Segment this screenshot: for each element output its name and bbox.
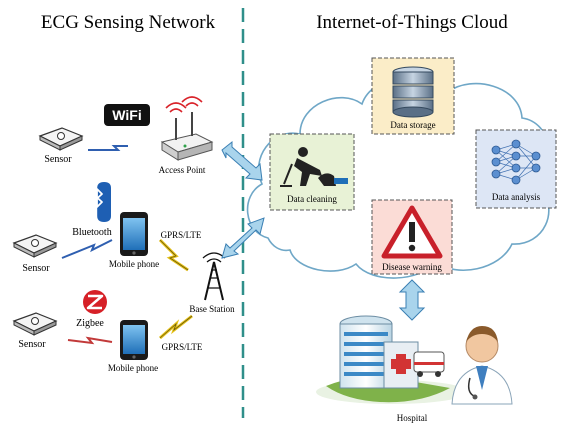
sensor-label: Sensor (22, 263, 50, 274)
wireless-link-icon (88, 145, 128, 151)
bidirectional-arrow-icon (221, 217, 265, 259)
base-station-label: Base Station (189, 304, 235, 314)
mobile-phone-icon (120, 212, 148, 256)
gprs-lte-label: GPRS/LTE (161, 230, 202, 240)
wireless-link-icon (61, 239, 113, 259)
disease-warning-label: Disease warning (382, 262, 442, 272)
data-analysis-label: Data analysis (492, 192, 541, 202)
bluetooth-logo-icon (90, 182, 111, 222)
zigbee-logo-icon (83, 290, 107, 314)
sensor-label: Sensor (18, 339, 46, 350)
neural-network-icon (495, 143, 537, 181)
data-storage-box: Data storage (371, 57, 455, 135)
bidirectional-arrow-icon (221, 140, 263, 181)
zigbee-label: Zigbee (76, 318, 104, 329)
hospital-icon (316, 315, 468, 404)
svg-text:WiFi: WiFi (112, 107, 141, 123)
sensor-device (38, 127, 84, 151)
access-point-icon (160, 96, 214, 161)
base-station-icon (202, 252, 226, 301)
left-title: ECG Sensing Network (41, 12, 216, 33)
sensor-device (12, 234, 58, 258)
hospital-label: Hospital (397, 413, 428, 423)
access-point-label: Access Point (159, 165, 206, 175)
mobile-phone-label: Mobile phone (109, 259, 159, 269)
data-analysis-box: Data analysis (475, 129, 557, 209)
bluetooth-label: Bluetooth (72, 227, 111, 238)
doctor-icon (451, 326, 513, 405)
mobile-phone-icon (120, 320, 148, 360)
gprs-lte-label: GPRS/LTE (162, 342, 203, 352)
wifi-logo-icon: WiFi (104, 104, 150, 126)
warning-triangle-icon (381, 205, 443, 259)
vertical-bidirectional-arrow-icon (398, 279, 426, 321)
data-cleaning-box: Data cleaning (269, 133, 355, 211)
data-storage-label: Data storage (390, 120, 435, 130)
sensor-label: Sensor (44, 154, 72, 165)
cleaner-person-icon (280, 147, 348, 187)
mobile-phone-label: Mobile phone (108, 363, 158, 373)
data-cleaning-label: Data cleaning (287, 194, 337, 204)
database-icon (392, 66, 434, 118)
sensor-device (12, 312, 58, 336)
right-title: Internet-of-Things Cloud (316, 12, 508, 33)
disease-warning-box: Disease warning (371, 199, 453, 275)
wireless-link-icon (67, 336, 113, 345)
